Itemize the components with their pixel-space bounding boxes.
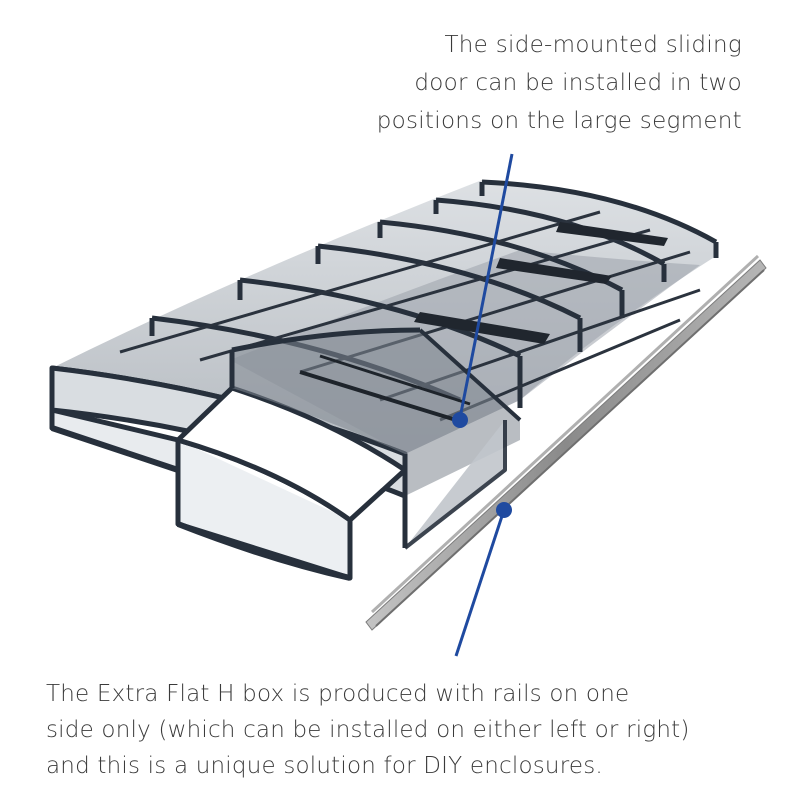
rail-leader-dot <box>496 502 512 518</box>
rail-leader-line <box>454 509 506 657</box>
door-leader-dot <box>452 412 468 428</box>
segment-posts <box>149 182 719 408</box>
rail-annotation-line-1: The Extra Flat H box is produced with ra… <box>46 681 630 707</box>
door-annotation-line-1: The side-mounted sliding <box>444 32 742 58</box>
door-annotation: The side-mounted sliding door can be ins… <box>312 26 742 140</box>
rail-annotation-line-2: side only (which can be installed on eit… <box>46 717 690 743</box>
door-leader-line <box>458 153 514 419</box>
door-annotation-line-3: positions on the large segment <box>376 108 742 134</box>
ground-rail <box>365 254 767 631</box>
rail-annotation-line-3: and this is a unique solution for DIY en… <box>46 753 603 779</box>
roof-dark-bands <box>414 222 668 344</box>
leader-lines <box>452 153 514 657</box>
door-annotation-line-2: door can be installed in two <box>414 70 742 96</box>
sliding-door <box>229 327 522 550</box>
rail-annotation: The Extra Flat H box is produced with ra… <box>46 676 766 784</box>
